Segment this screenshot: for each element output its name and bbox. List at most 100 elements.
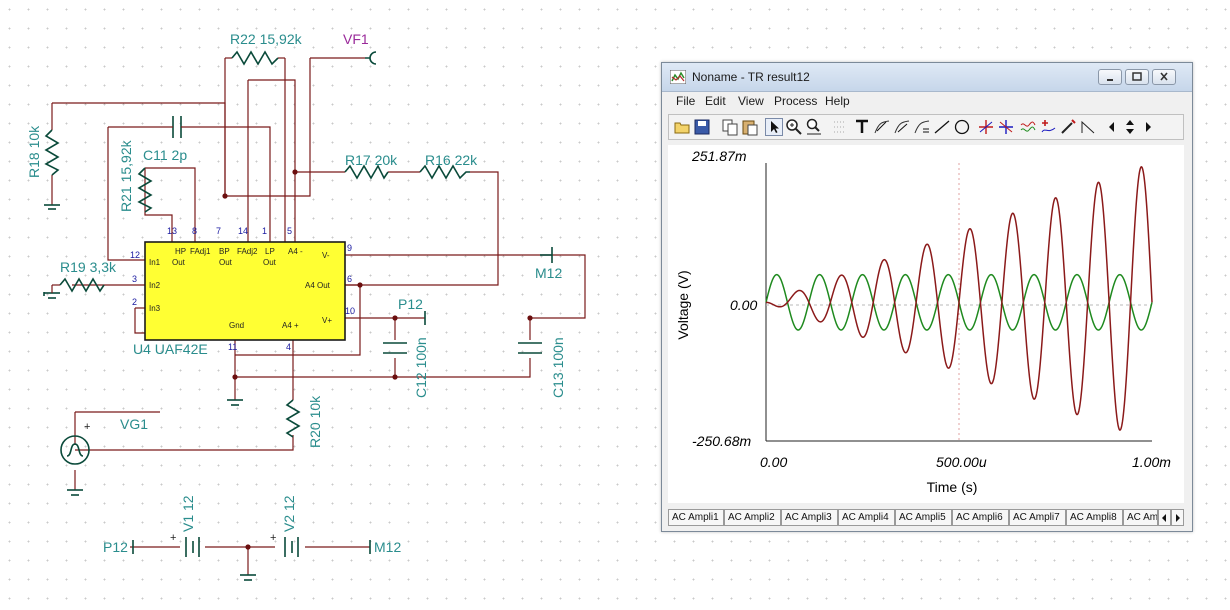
tab-ac-ampli8[interactable]: AC Ampli8 bbox=[1066, 509, 1123, 526]
plot-area[interactable]: 251.87m 0.00 -250.68m 0.00 500.00u 1.00m… bbox=[668, 145, 1184, 503]
r18-resistor[interactable] bbox=[44, 129, 60, 176]
marker-a-icon[interactable] bbox=[977, 118, 995, 136]
marker-b-icon[interactable] bbox=[997, 118, 1015, 136]
r19-resistor[interactable] bbox=[59, 277, 105, 293]
label-p12-right: P12 bbox=[398, 296, 423, 312]
copy-icon[interactable] bbox=[721, 118, 739, 136]
label-r16: R16 22k bbox=[425, 152, 478, 168]
vg1-plus: + bbox=[84, 421, 90, 433]
y-tick-bottom: -250.68m bbox=[692, 433, 751, 449]
maximize-icon bbox=[1132, 72, 1142, 81]
chart-app-icon bbox=[670, 70, 686, 84]
tab-right-arrow-icon bbox=[1176, 514, 1180, 522]
vg1-source[interactable] bbox=[60, 435, 90, 465]
ground-r18 bbox=[44, 204, 60, 210]
tab-ac-ampli3[interactable]: AC Ampli3 bbox=[781, 509, 838, 526]
label-m12-bottom: M12 bbox=[374, 539, 401, 555]
zoom-100-icon[interactable] bbox=[805, 118, 823, 136]
result-window[interactable]: Noname - TR result12 File Edit View Proc… bbox=[661, 62, 1193, 532]
save-icon[interactable] bbox=[693, 118, 711, 136]
x-tick-start: 0.00 bbox=[760, 454, 787, 470]
r22-resistor[interactable] bbox=[231, 50, 279, 66]
tab-ac-ampli1[interactable]: AC Ampli1 bbox=[668, 509, 724, 526]
c12-capacitor[interactable] bbox=[383, 342, 407, 354]
scroll-right-icon[interactable] bbox=[1139, 118, 1157, 136]
v2-battery[interactable] bbox=[284, 537, 299, 557]
tab-ac-ampli7[interactable]: AC Ampli7 bbox=[1009, 509, 1066, 526]
label-vg1: VG1 bbox=[120, 416, 148, 432]
circle-icon[interactable] bbox=[953, 118, 971, 136]
cursor-b-icon[interactable] bbox=[893, 118, 911, 136]
tab-left-arrow-icon bbox=[1162, 514, 1166, 522]
cursor-c-icon[interactable] bbox=[913, 118, 931, 136]
chip-lp: LP bbox=[265, 247, 275, 256]
menu-view[interactable]: View bbox=[738, 94, 764, 108]
junctions bbox=[222, 169, 533, 550]
tabs-scroll-right[interactable] bbox=[1171, 509, 1184, 526]
menu-help[interactable]: Help bbox=[825, 94, 850, 108]
y-tick-top: 251.87m bbox=[691, 148, 747, 164]
tab-ac-ampli5[interactable]: AC Ampli5 bbox=[895, 509, 952, 526]
open-icon[interactable] bbox=[673, 118, 691, 136]
chip-out-hp: Out bbox=[172, 258, 186, 267]
text-icon[interactable] bbox=[853, 118, 871, 136]
pin-2: 2 bbox=[132, 297, 137, 307]
paste-icon[interactable] bbox=[741, 118, 759, 136]
series-output-line bbox=[766, 166, 1153, 431]
chip-in2: In2 bbox=[149, 281, 161, 290]
close-button[interactable] bbox=[1152, 69, 1176, 85]
r16-resistor[interactable] bbox=[419, 164, 470, 180]
tab-ac-ampli2[interactable]: AC Ampli2 bbox=[724, 509, 781, 526]
label-m12-right: M12 bbox=[535, 265, 562, 281]
r21-resistor[interactable] bbox=[137, 167, 153, 213]
x-tick-end: 1.00m bbox=[1132, 454, 1171, 470]
step-icon[interactable] bbox=[1079, 118, 1097, 136]
chip-out-lp: Out bbox=[263, 258, 277, 267]
x-axis-label: Time (s) bbox=[927, 479, 978, 495]
window-titlebar[interactable]: Noname - TR result12 bbox=[662, 63, 1192, 92]
tab-ac-ampli9[interactable]: AC Am bbox=[1123, 509, 1158, 526]
pin-6: 6 bbox=[347, 274, 352, 284]
menu-file[interactable]: File bbox=[676, 94, 696, 108]
v1-battery[interactable] bbox=[185, 537, 200, 557]
menu-process[interactable]: Process bbox=[774, 94, 818, 108]
r17-resistor[interactable] bbox=[344, 164, 389, 180]
pointer-icon[interactable] bbox=[765, 118, 783, 136]
ground-r19 bbox=[43, 284, 60, 299]
cursor-a-icon[interactable] bbox=[873, 118, 891, 136]
c11-capacitor[interactable] bbox=[155, 116, 200, 138]
vf1-terminal[interactable] bbox=[365, 51, 377, 65]
chip-bp: BP bbox=[219, 247, 230, 256]
label-v1: V1 12 bbox=[180, 495, 196, 532]
line-icon[interactable] bbox=[933, 118, 951, 136]
tab-ac-ampli6[interactable]: AC Ampli6 bbox=[952, 509, 1009, 526]
tabs-scroll-left[interactable] bbox=[1158, 509, 1171, 526]
maximize-button[interactable] bbox=[1125, 69, 1149, 85]
toolbar bbox=[668, 114, 1184, 140]
m12-terminal-right[interactable] bbox=[540, 247, 553, 263]
uaf42-chip[interactable]: HP FAdj1 BP FAdj2 LP A4 - Out Out Out In… bbox=[144, 241, 346, 341]
menu-edit[interactable]: Edit bbox=[705, 94, 726, 108]
schematic-canvas[interactable]: HP FAdj1 BP FAdj2 LP A4 - Out Out Out In… bbox=[0, 0, 660, 610]
waveform-icon[interactable] bbox=[1019, 118, 1037, 136]
spin-icon[interactable] bbox=[1121, 118, 1139, 136]
scroll-left-icon[interactable] bbox=[1103, 118, 1121, 136]
minimize-button[interactable] bbox=[1098, 69, 1122, 85]
pen-icon[interactable] bbox=[1059, 118, 1077, 136]
wires bbox=[51, 57, 586, 575]
pin-10: 10 bbox=[345, 306, 355, 316]
voltage-time-chart[interactable]: 251.87m 0.00 -250.68m 0.00 500.00u 1.00m… bbox=[668, 145, 1184, 503]
r20-resistor[interactable] bbox=[285, 399, 301, 438]
c13-capacitor[interactable] bbox=[518, 342, 542, 354]
result-tabs: AC Ampli1 AC Ampli2 AC Ampli3 AC Ampli4 … bbox=[668, 509, 1184, 527]
chip-fadj1: FAdj1 bbox=[190, 247, 211, 256]
y-axis-label: Voltage (V) bbox=[675, 270, 691, 339]
chip-vp: V+ bbox=[322, 316, 332, 325]
add-marker-icon[interactable] bbox=[1039, 118, 1057, 136]
label-vf1: VF1 bbox=[343, 31, 369, 47]
grid-icon[interactable] bbox=[831, 118, 849, 136]
tab-ac-ampli4[interactable]: AC Ampli4 bbox=[838, 509, 895, 526]
label-r21: R21 15,92k bbox=[118, 139, 134, 212]
zoom-in-icon[interactable] bbox=[785, 118, 803, 136]
y-tick-mid: 0.00 bbox=[730, 297, 757, 313]
